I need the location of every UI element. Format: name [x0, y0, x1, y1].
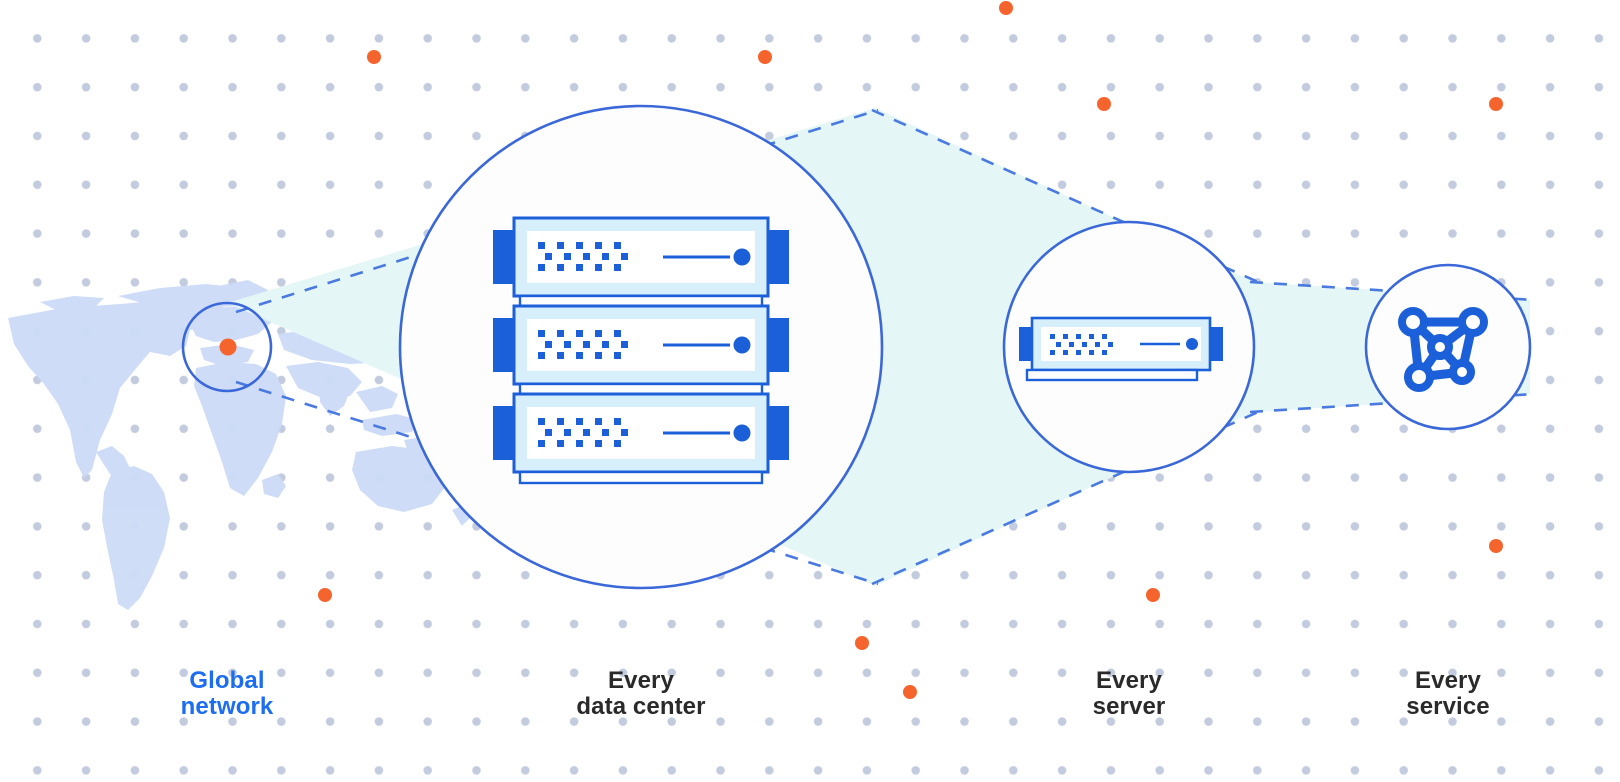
server-led-matrix-2 [538, 330, 628, 359]
mesh-node-top-right [1458, 307, 1488, 337]
label-every-service: Every service [1338, 667, 1558, 721]
label-every-server: Every server [1019, 667, 1239, 721]
accent-dot-7 [1146, 588, 1160, 602]
server-rack-unit-3 [493, 392, 789, 485]
server-rack-unit-2 [493, 304, 789, 397]
single-server-status-dot [1186, 338, 1198, 350]
accent-dot-8 [855, 636, 869, 650]
label-global-network-line2: network [180, 693, 274, 721]
accent-dot-0 [999, 1, 1013, 15]
single-server-illustration [1019, 316, 1223, 382]
server-status-dot-3 [733, 424, 751, 442]
server-led-matrix-1 [538, 242, 628, 271]
server-rack-illustration [493, 216, 789, 485]
label-service-line2: service [1406, 693, 1490, 721]
accent-dot-9 [903, 685, 917, 699]
label-data-center-line1: Every [608, 667, 674, 694]
label-data-center-line2: data center [576, 693, 706, 721]
server-status-dot-2 [733, 336, 751, 354]
label-server-line2: server [1092, 693, 1166, 721]
mesh-node-top-left [1398, 307, 1428, 337]
label-service-line1: Every [1415, 667, 1481, 694]
label-global-network-line1: Global [189, 667, 265, 694]
map-location-pin [219, 338, 237, 356]
mesh-node-bottom-right [1449, 359, 1475, 385]
network-mesh-nodes [1398, 307, 1488, 392]
accent-dot-3 [1097, 97, 1111, 111]
accent-dot-2 [758, 50, 772, 64]
label-global-network: Global network [127, 667, 327, 721]
label-every-data-center: Every data center [511, 667, 771, 721]
circle-global-location [181, 301, 273, 393]
accent-dot-6 [318, 588, 332, 602]
server-led-matrix-3 [538, 418, 628, 447]
accent-dot-1 [367, 50, 381, 64]
mesh-node-center [1427, 334, 1453, 360]
label-server-line1: Every [1096, 667, 1162, 694]
accent-dot-5 [1489, 539, 1503, 553]
single-server-led-matrix [1050, 334, 1113, 355]
server-rack-unit-1 [493, 216, 789, 309]
mesh-node-bottom-left [1404, 362, 1434, 392]
server-status-dot-1 [733, 248, 751, 266]
accent-dot-4 [1489, 97, 1503, 111]
accent-dot-layer [318, 1, 1503, 699]
